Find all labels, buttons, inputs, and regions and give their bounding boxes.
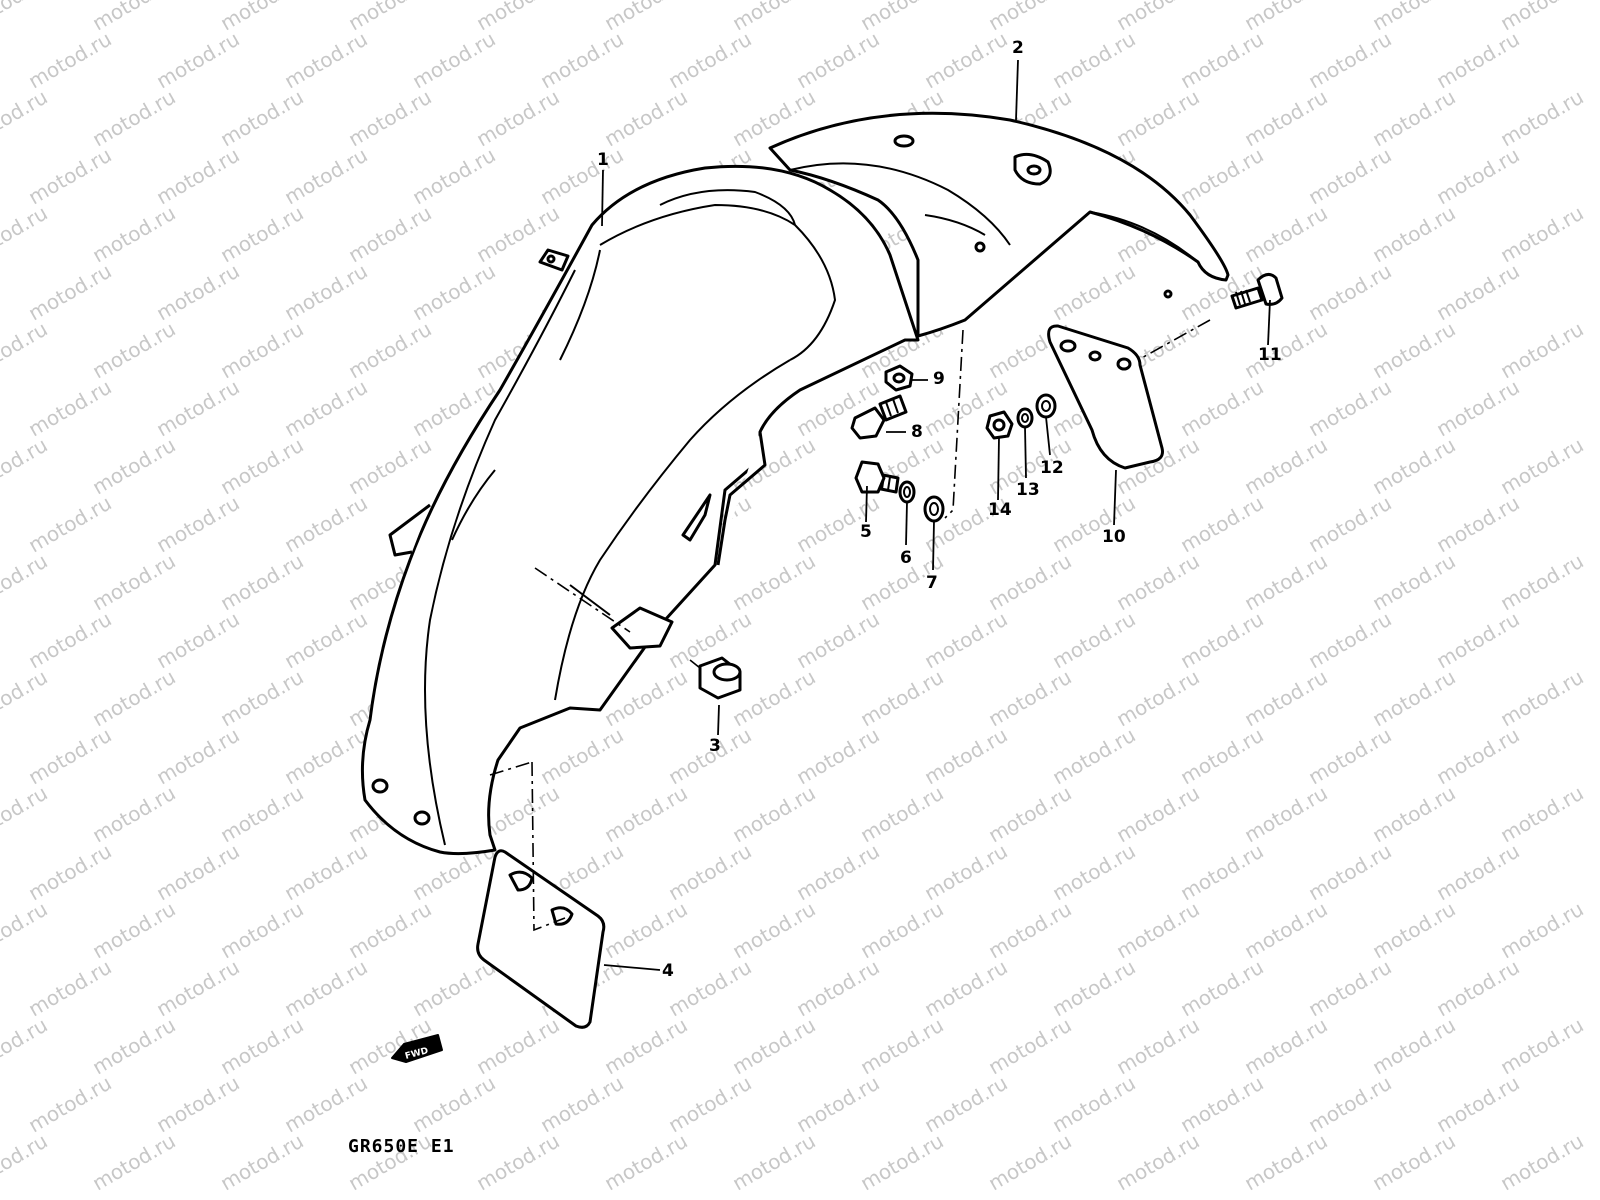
- bolt-11: [1230, 273, 1284, 310]
- callout-8: 8: [911, 422, 923, 442]
- nut-9: [884, 364, 914, 392]
- callout-3: 3: [709, 736, 721, 756]
- washer-7: [923, 495, 945, 523]
- lock-washer-6: [898, 480, 916, 504]
- callout-14: 14: [988, 500, 1012, 520]
- leader-lines: [601, 59, 1271, 971]
- cushion-3: [698, 656, 742, 700]
- washer-12: [1035, 393, 1057, 419]
- mud-flap-4: [476, 849, 606, 1029]
- model-code: GR650E E1: [348, 1136, 455, 1157]
- mud-flap-10: [1047, 324, 1164, 470]
- callout-5: 5: [860, 522, 872, 542]
- callout-12: 12: [1040, 458, 1064, 478]
- bolt-5: [854, 460, 900, 494]
- lock-washer-13: [1016, 407, 1034, 429]
- callout-4: 4: [662, 961, 674, 981]
- callout-2: 2: [1012, 38, 1024, 58]
- callout-9: 9: [933, 369, 945, 389]
- forward-arrow-icon: [391, 1034, 443, 1063]
- callout-11: 11: [1258, 345, 1282, 365]
- bolt-8: [850, 394, 908, 440]
- assembly-lines: [489, 319, 1211, 932]
- nut-14: [985, 410, 1014, 440]
- callout-10: 10: [1102, 527, 1126, 547]
- callout-13: 13: [1016, 480, 1040, 500]
- callout-1: 1: [597, 150, 609, 170]
- rear-fender-rear-section: [768, 111, 1230, 338]
- callout-7: 7: [926, 573, 938, 593]
- rear-fender-front-section: [360, 164, 920, 856]
- callout-6: 6: [900, 548, 912, 568]
